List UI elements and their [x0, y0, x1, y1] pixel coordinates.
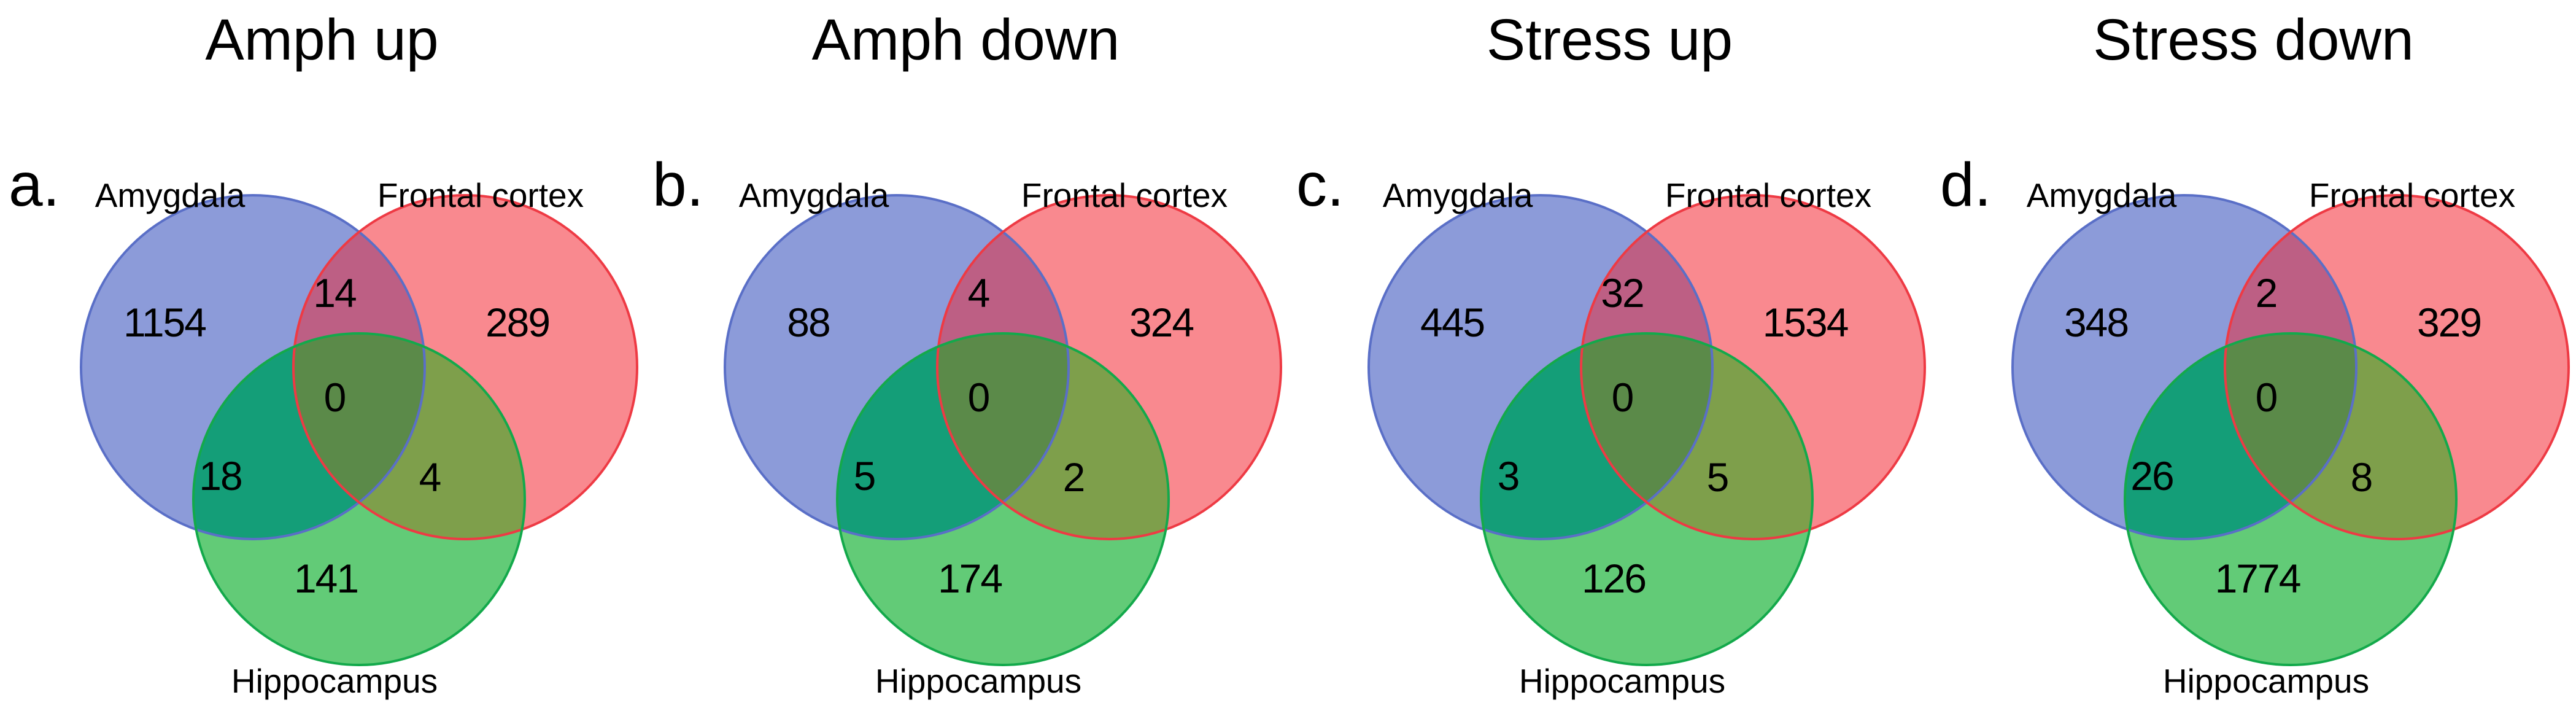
count-amygdala-only: 445	[1420, 300, 1484, 345]
count-amygdala-hippocampus: 18	[199, 453, 241, 499]
panel-title: Amph down	[811, 7, 1120, 72]
count-amygdala-hippocampus: 3	[1498, 453, 1519, 499]
count-frontal-only: 324	[1129, 300, 1193, 345]
frontal-cortex-circle-outline	[292, 194, 638, 540]
panel-stress-down: Stress down d. Amygdala Frontal cortex H…	[1932, 0, 2575, 719]
frontal-cortex-circle-outline	[2224, 194, 2570, 540]
count-amygdala-hippocampus: 5	[854, 453, 875, 499]
amygdala-circle-outline	[724, 194, 1070, 540]
panel-letter: c.	[1296, 150, 1344, 219]
panel-amph-up: Amph up a. Amygdala Frontal cortex Hippo…	[0, 0, 644, 719]
triple-overlap	[1581, 333, 1712, 539]
panel-title: Stress up	[1486, 7, 1733, 72]
amygdala-label: Amygdala	[95, 176, 246, 214]
frontal-cortex-label: Frontal cortex	[1021, 176, 1228, 214]
count-amygdala-only: 1154	[123, 300, 206, 345]
hippocampus-circle-outline	[2124, 332, 2458, 666]
hippocampus-circle-outline	[1480, 332, 1814, 666]
hippocampus-label: Hippocampus	[231, 662, 438, 700]
count-amygdala-only: 88	[787, 300, 829, 345]
count-frontal-hippocampus: 8	[2351, 454, 2372, 500]
frontal-cortex-label: Frontal cortex	[1665, 176, 1871, 214]
venn-diagram: c. Amygdala Frontal cortex Hippocampus 4…	[1296, 150, 1926, 700]
amygdala-circle-outline	[2011, 194, 2357, 540]
panel-stress-up: Stress up c. Amygdala Frontal cortex Hip…	[1288, 0, 1932, 719]
count-all-three: 0	[1612, 375, 1633, 420]
count-hippocampus-only: 126	[1582, 556, 1646, 601]
panel-amph-down: Amph down b. Amygdala Frontal cortex Hip…	[644, 0, 1288, 719]
triple-overlap	[293, 333, 425, 539]
count-amygdala-frontal: 2	[2256, 270, 2277, 316]
hippocampus-label: Hippocampus	[1519, 662, 1725, 700]
venn-diagram: b. Amygdala Frontal cortex Hippocampus 8…	[652, 150, 1282, 700]
count-frontal-only: 329	[2417, 300, 2481, 345]
count-all-three: 0	[968, 375, 989, 420]
count-hippocampus-only: 174	[938, 556, 1002, 601]
count-amygdala-hippocampus: 26	[2130, 453, 2173, 499]
frontal-cortex-label: Frontal cortex	[377, 176, 584, 214]
panel-title: Stress down	[2093, 7, 2414, 72]
venn-diagram: d. Amygdala Frontal cortex Hippocampus 3…	[1940, 150, 2570, 700]
hippocampus-label: Hippocampus	[2163, 662, 2369, 700]
panel-letter: d.	[1940, 150, 1991, 219]
hippocampus-circle-outline	[836, 332, 1170, 666]
count-amygdala-frontal: 14	[313, 270, 356, 316]
count-all-three: 0	[2256, 375, 2277, 420]
venn-diagram: a. Amygdala Frontal cortex Hippocampus 1…	[9, 150, 638, 700]
count-hippocampus-only: 141	[294, 556, 358, 601]
amygdala-label: Amygdala	[2027, 176, 2177, 214]
hippocampus-label: Hippocampus	[875, 662, 1081, 700]
count-frontal-hippocampus: 4	[419, 454, 441, 500]
frontal-cortex-label: Frontal cortex	[2309, 176, 2515, 214]
count-frontal-hippocampus: 2	[1063, 454, 1085, 500]
panel-letter: a.	[9, 150, 60, 219]
amygdala-label: Amygdala	[739, 176, 889, 214]
amygdala-label: Amygdala	[1383, 176, 1533, 214]
triple-overlap	[2225, 333, 2356, 539]
count-amygdala-frontal: 4	[968, 270, 989, 316]
hippocampus-circle-outline	[192, 332, 526, 666]
frontal-cortex-circle-outline	[936, 194, 1282, 540]
count-amygdala-frontal: 32	[1601, 270, 1643, 316]
count-frontal-hippocampus: 5	[1707, 454, 1728, 500]
count-hippocampus-only: 1774	[2215, 556, 2300, 601]
triple-overlap	[937, 333, 1069, 539]
count-all-three: 0	[324, 375, 346, 420]
amygdala-circle-outline	[80, 194, 426, 540]
panel-title: Amph up	[205, 7, 439, 72]
count-amygdala-only: 348	[2064, 300, 2128, 345]
frontal-cortex-circle-outline	[1580, 194, 1926, 540]
panel-letter: b.	[652, 150, 703, 219]
amygdala-circle-outline	[1367, 194, 1714, 540]
count-frontal-only: 1534	[1763, 300, 1848, 345]
count-frontal-only: 289	[485, 300, 549, 345]
